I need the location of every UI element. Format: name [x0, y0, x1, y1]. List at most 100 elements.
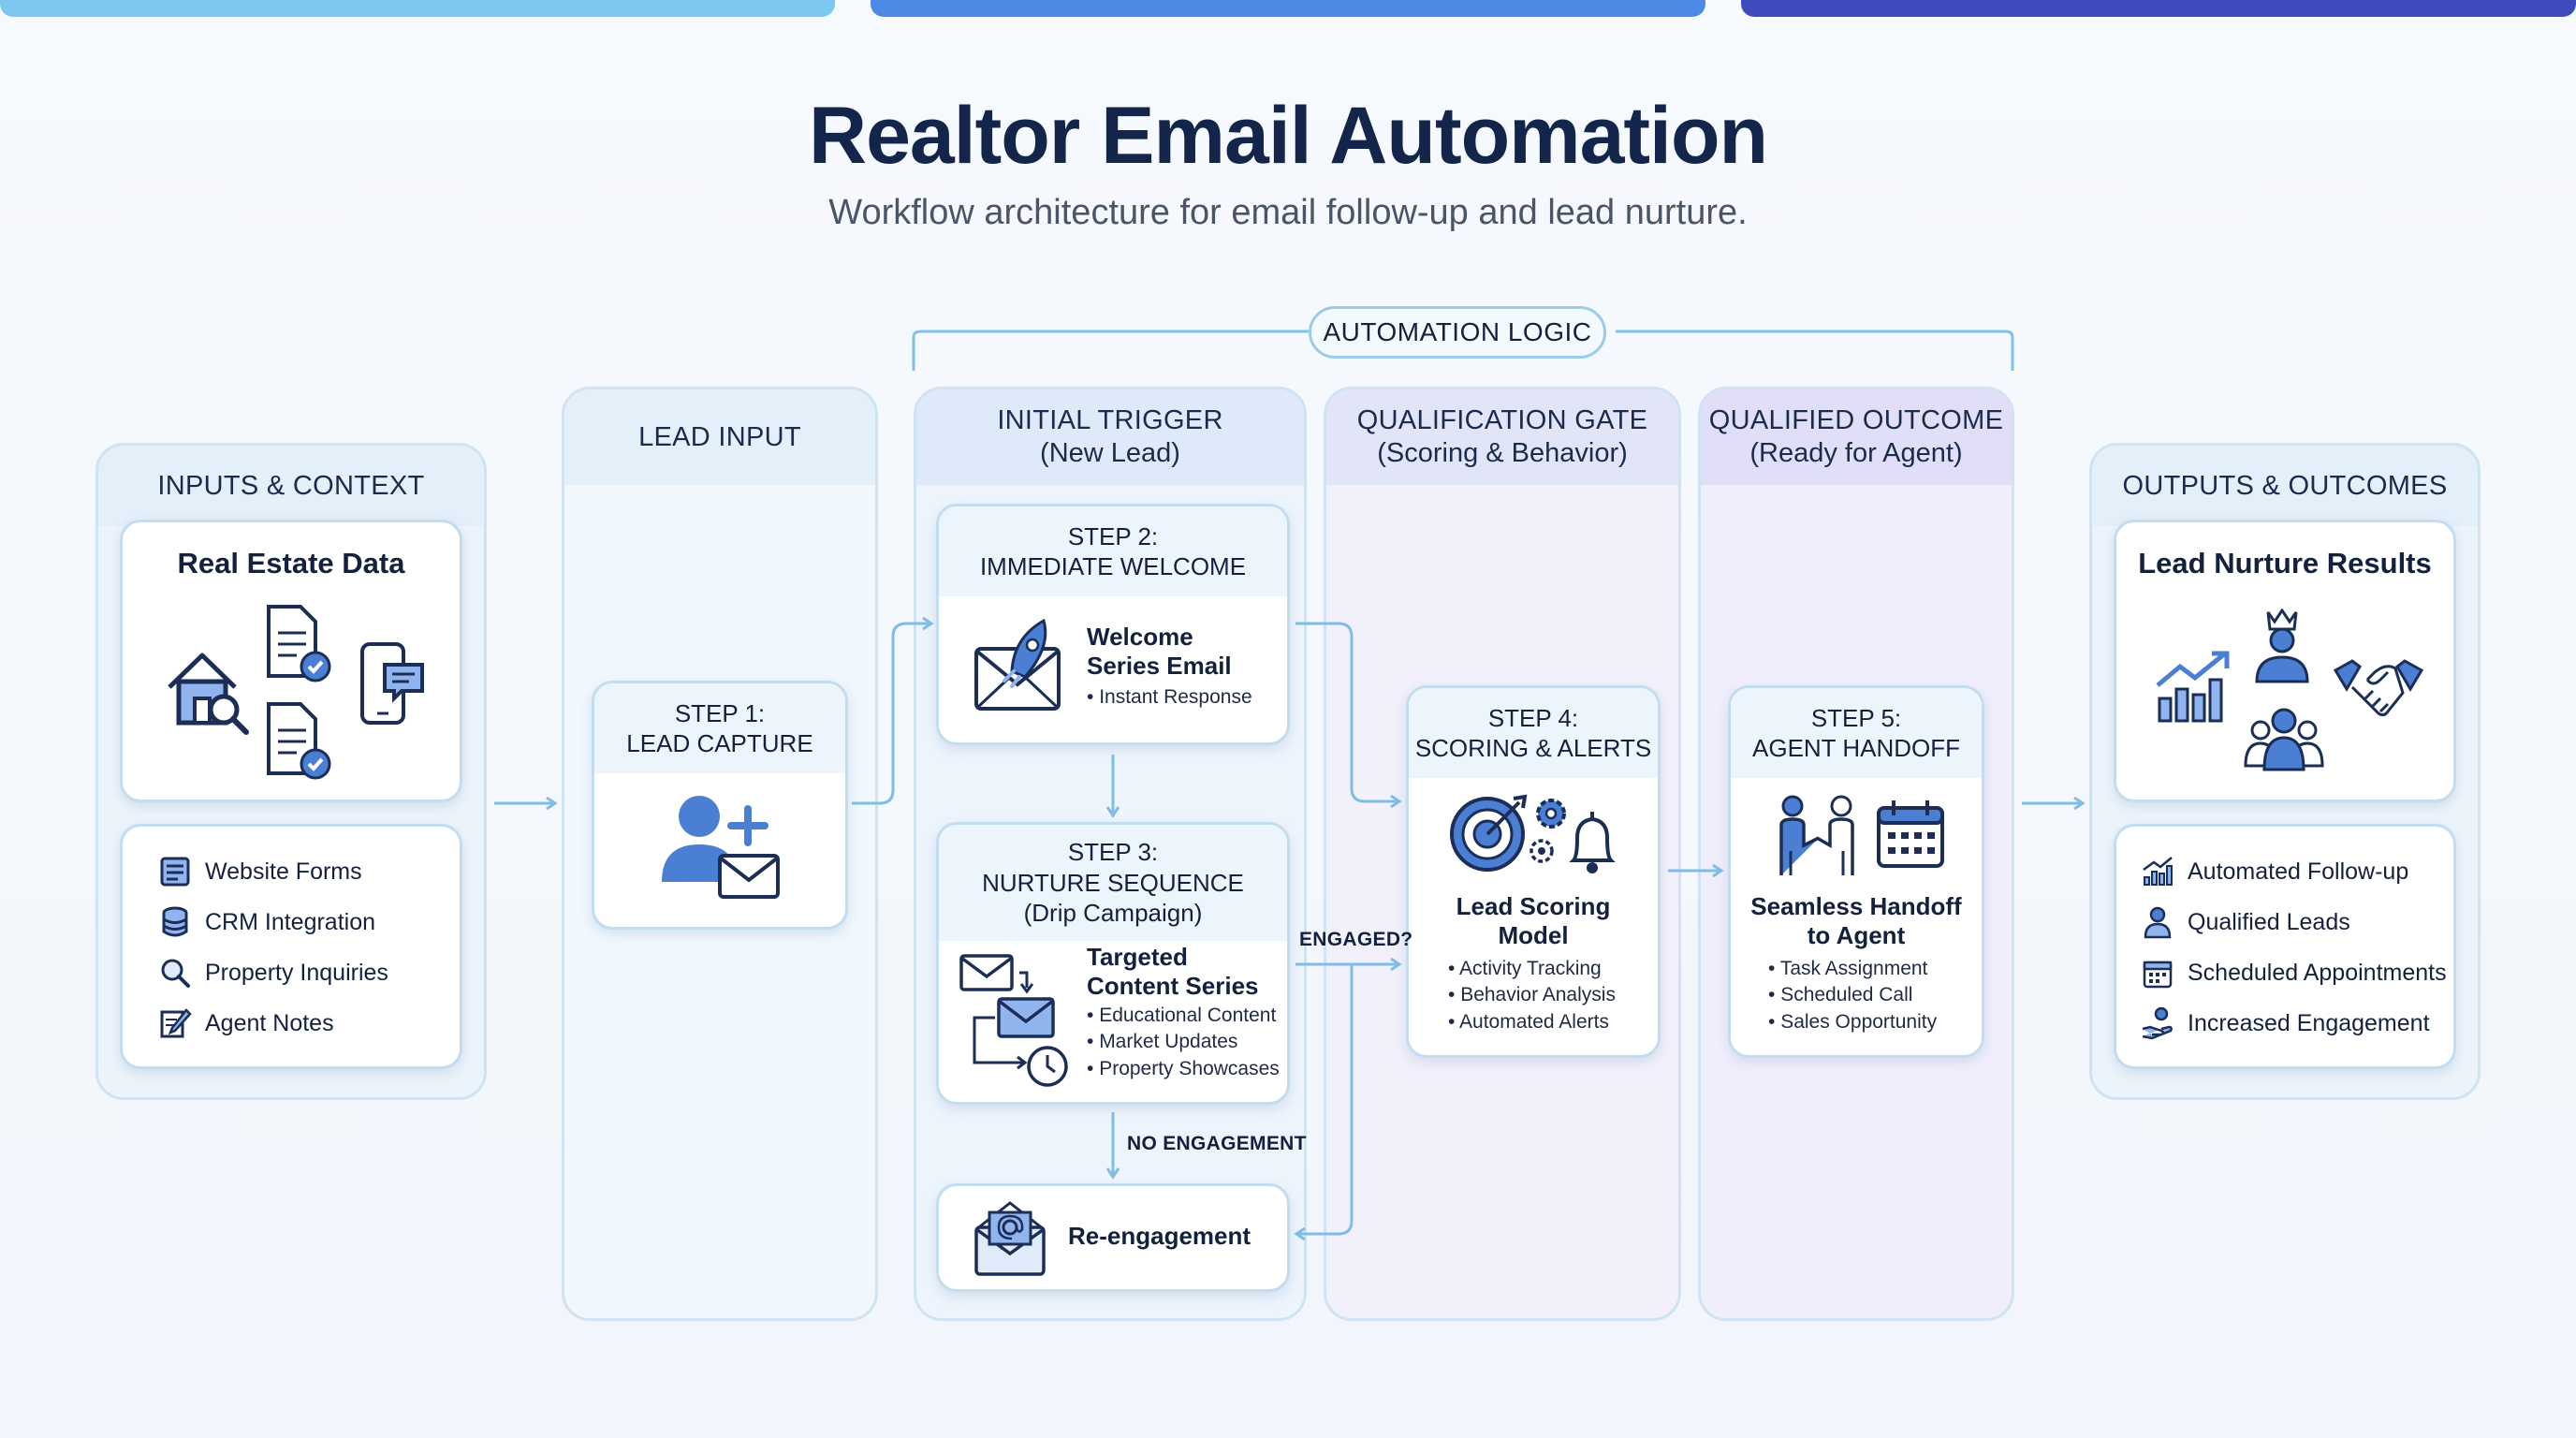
hand-user-icon	[2142, 1006, 2173, 1040]
notes-pencil-icon	[160, 1008, 192, 1038]
list-item-website-forms: Website Forms	[158, 853, 362, 890]
column-qualification-title: QUALIFICATION GATE	[1356, 405, 1648, 436]
step1-name: LEAD CAPTURE	[626, 729, 813, 757]
list-item-automated-follow-up: Automated Follow-up	[2141, 853, 2408, 890]
real-estate-data-title: Real Estate Data	[177, 547, 405, 580]
list-item-property-inquiries: Property Inquiries	[158, 954, 388, 991]
step5-title-line1: Seamless Handoff	[1750, 892, 1962, 920]
engaged-decision-label: ENGAGED?	[1299, 929, 1413, 950]
column-lead-input-header: LEAD INPUT	[564, 389, 875, 485]
user-icon	[2144, 906, 2172, 939]
column-outputs-header: OUTPUTS & OUTCOMES	[2092, 446, 2478, 526]
growth-chart-icon	[2156, 651, 2230, 723]
calendar-icon	[2143, 961, 2173, 989]
rocket-email-icon	[974, 618, 1061, 711]
automation-logic-pill: AUTOMATION LOGIC	[1309, 306, 1606, 359]
step2-name: IMMEDIATE WELCOME	[979, 552, 1247, 580]
bullet-item: Educational Content	[1087, 1003, 1280, 1029]
column-inputs-header: INPUTS & CONTEXT	[98, 446, 484, 526]
form-icon	[160, 857, 190, 887]
list-item-label: Scheduled Appointments	[2188, 959, 2447, 986]
step3-title-line1: Targeted	[1087, 943, 1188, 971]
step2-number: STEP 2:	[1067, 521, 1159, 550]
step3-nurture-sequence-card: STEP 3: NURTURE SEQUENCE (Drip Campaign)…	[936, 822, 1290, 1105]
column-qualified-subtitle: (Ready for Agent)	[1749, 438, 1963, 468]
document-check-icon	[267, 605, 331, 682]
step3-number: STEP 3:	[1067, 838, 1159, 867]
step3-header: STEP 3: NURTURE SEQUENCE (Drip Campaign)	[939, 825, 1287, 941]
vip-user-crown-icon	[2255, 609, 2309, 683]
step2-title-line1: Welcome	[1087, 623, 1193, 651]
step5-title: Seamless Handoff to Agent	[1731, 892, 1982, 950]
step3-name: NURTURE SEQUENCE	[982, 868, 1244, 897]
step5-bullets: Task Assignment Scheduled Call Sales Opp…	[1768, 956, 1937, 1035]
column-outputs-title: OUTPUTS & OUTCOMES	[2122, 470, 2448, 501]
bullet-item: Behavior Analysis	[1448, 982, 1616, 1008]
bullet-item: Activity Tracking	[1448, 956, 1616, 982]
lead-nurture-results-title: Lead Nurture Results	[2138, 547, 2432, 580]
list-item-label: Automated Follow-up	[2188, 858, 2409, 885]
user-add-email-icon	[662, 796, 780, 899]
list-item-scheduled-appointments: Scheduled Appointments	[2141, 954, 2447, 991]
list-item-qualified-leads: Qualified Leads	[2141, 903, 2350, 941]
column-inputs-title: INPUTS & CONTEXT	[157, 470, 425, 501]
step5-title-line2: to Agent	[1807, 921, 1906, 950]
bullet-item: Sales Opportunity	[1768, 1009, 1937, 1035]
handshake-calendar-icon	[1779, 795, 1944, 875]
column-initial-trigger-title: INITIAL TRIGGER	[997, 405, 1223, 436]
step2-header: STEP 2: IMMEDIATE WELCOME	[939, 506, 1287, 596]
bullet-item: Automated Alerts	[1448, 1009, 1616, 1035]
step5-header: STEP 5: AGENT HANDOFF	[1731, 688, 1982, 778]
column-qualified-header: QUALIFIED OUTCOME (Ready for Agent)	[1701, 389, 2012, 485]
list-item-label: CRM Integration	[205, 908, 376, 935]
step4-scoring-alerts-card: STEP 4: SCORING & ALERTS Lead Scoring Mo…	[1406, 685, 1661, 1058]
step2-bullets: Instant Response	[1087, 684, 1251, 711]
step2-immediate-welcome-card: STEP 2: IMMEDIATE WELCOME Welcome Series…	[936, 504, 1290, 745]
step4-title-line1: Lead Scoring	[1456, 892, 1611, 920]
phone-chat-icon	[360, 642, 424, 725]
arrow-reengagement-loop	[1297, 964, 1354, 1234]
step2-title: Welcome Series Email	[1087, 623, 1232, 681]
page-title: Realtor Email Automation	[808, 91, 1768, 181]
list-item-label: Increased Engagement	[2188, 1009, 2430, 1036]
house-search-icon	[168, 653, 249, 735]
bullet-item: Instant Response	[1087, 684, 1251, 711]
step3-title: Targeted Content Series	[1087, 943, 1259, 1001]
reengagement-title: Re-engagement	[1068, 1222, 1251, 1250]
step3-subtitle: (Drip Campaign)	[1023, 899, 1203, 928]
bullet-item: Property Showcases	[1087, 1056, 1280, 1082]
list-item-agent-notes: Agent Notes	[158, 1005, 334, 1042]
column-qualification-header: QUALIFICATION GATE (Scoring & Behavior)	[1326, 389, 1678, 485]
lead-nurture-results-card: Lead Nurture Results	[2114, 520, 2456, 802]
step3-bullets: Educational Content Market Updates Prope…	[1087, 1003, 1280, 1082]
step4-name: SCORING & ALERTS	[1414, 734, 1652, 762]
automation-logic-bracket	[912, 330, 2014, 371]
page-subtitle: Workflow architecture for email follow-u…	[828, 193, 1748, 232]
input-sources-list-card: Website Forms CRM Integration Property I…	[120, 824, 462, 1069]
step2-title-line2: Series Email	[1087, 652, 1232, 681]
column-qualification-subtitle: (Scoring & Behavior)	[1377, 438, 1628, 468]
chart-icon	[2143, 857, 2173, 886]
step1-number: STEP 1:	[674, 698, 766, 727]
bullet-item: Task Assignment	[1768, 956, 1937, 982]
step5-number: STEP 5:	[1810, 703, 1902, 732]
top-bar-1	[0, 0, 835, 17]
bullet-item: Market Updates	[1087, 1029, 1280, 1055]
list-item-label: Qualified Leads	[2188, 908, 2350, 935]
arrow-step2-to-step4	[1295, 622, 1398, 801]
no-engagement-label: NO ENGAGEMENT	[1127, 1133, 1307, 1154]
column-initial-trigger-subtitle: (New Lead)	[1040, 438, 1180, 468]
list-item-label: Property Inquiries	[205, 959, 388, 986]
step4-bullets: Activity Tracking Behavior Analysis Auto…	[1448, 956, 1616, 1035]
user-group-icon	[2244, 708, 2324, 771]
step4-title-line2: Model	[1498, 921, 1569, 950]
step5-agent-handoff-card: STEP 5: AGENT HANDOFF Seamless Handoff t…	[1728, 685, 1984, 1058]
real-estate-data-card: Real Estate Data	[120, 520, 462, 802]
database-icon	[162, 906, 188, 937]
handshake-icon	[2334, 659, 2423, 717]
target-gear-bell-icon	[1450, 794, 1616, 873]
step3-title-line2: Content Series	[1087, 972, 1259, 1001]
column-lead-input-title: LEAD INPUT	[638, 421, 801, 452]
top-bar-2	[871, 0, 1705, 17]
